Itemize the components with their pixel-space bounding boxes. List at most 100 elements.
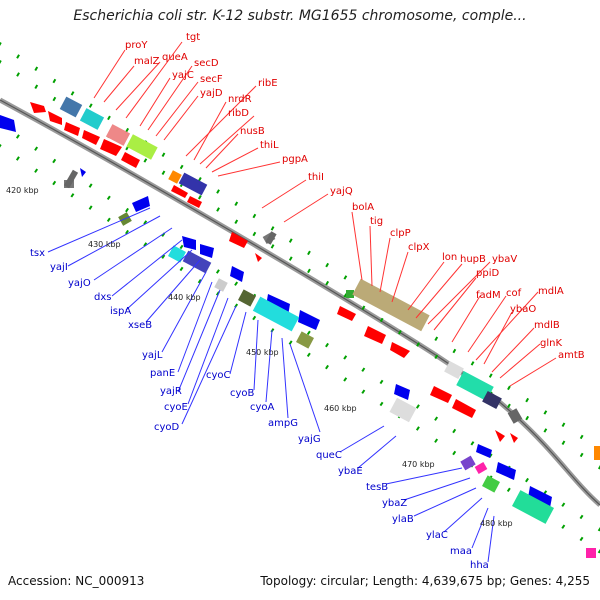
tick-mark (288, 238, 293, 243)
block-cyan (79, 108, 105, 130)
tick-mark (52, 96, 57, 102)
tick-mark (88, 205, 93, 210)
tick-mark (525, 397, 530, 403)
tick-mark (106, 217, 111, 223)
tick-mark (525, 477, 529, 483)
tick-mark (143, 220, 148, 225)
block-gray (507, 408, 523, 424)
gene-label: yajC (172, 70, 194, 81)
gene-label: proY (125, 40, 148, 51)
red-leader-lines (93, 41, 557, 387)
gene-arrow (182, 236, 196, 250)
blue-leader-lines (47, 207, 495, 563)
tick-mark (88, 103, 93, 108)
tick-mark (452, 428, 457, 434)
tick-mark (252, 231, 257, 237)
tick-mark (16, 54, 20, 59)
gene-label: mdlB (534, 320, 560, 331)
kbp-label: 470 kbp (402, 460, 435, 469)
tick-mark (16, 72, 20, 77)
tick-mark (361, 305, 366, 310)
tick-mark (52, 78, 57, 84)
tick-mark (379, 379, 384, 385)
gene-label: yajR (160, 386, 182, 397)
kbp-label: 460 kbp (324, 404, 357, 413)
gene-arrow (430, 386, 452, 403)
tick-mark (179, 244, 184, 250)
gene-label: ybaO (510, 304, 536, 315)
tick-mark (579, 514, 584, 520)
tick-mark (161, 254, 166, 259)
tick-mark (252, 213, 257, 219)
tick-mark (343, 377, 348, 382)
tick-mark (161, 170, 166, 175)
tick-mark (34, 168, 39, 173)
tick-mark (488, 373, 493, 378)
tick-mark (307, 250, 311, 256)
tick-mark (343, 275, 348, 280)
kbp-label: 420 kbp (6, 186, 39, 195)
gene-label: hupB (460, 254, 486, 265)
gene-label: yajI (50, 262, 68, 273)
gene-label: malZ (134, 56, 160, 67)
gene-label: xseB (128, 320, 152, 331)
gene-label: maa (450, 546, 472, 557)
block-cyan (168, 245, 186, 263)
tick-mark (234, 201, 239, 206)
gene-label: fadM (476, 290, 501, 301)
tick-mark (506, 487, 511, 493)
tick-mark (306, 330, 311, 336)
tick-mark (197, 195, 202, 200)
block-navy (182, 250, 212, 274)
tick-mark (106, 195, 111, 201)
tick-mark (579, 536, 584, 542)
kbp-label: 480 kbp (480, 519, 513, 528)
gene-arrow (82, 130, 100, 145)
gene-arrow (64, 122, 80, 136)
gene-arrow (171, 185, 188, 198)
gene-arrow (48, 111, 62, 125)
tick-mark (288, 256, 293, 261)
block-gray (444, 360, 464, 380)
block-lime (126, 134, 158, 160)
gene-label: cyoA (250, 402, 275, 413)
gene-label: yajL (142, 350, 163, 361)
gene-label: nusB (240, 126, 265, 137)
tick-mark (52, 180, 57, 186)
gene-label: yajO (68, 278, 91, 289)
tick-mark (0, 144, 2, 149)
topology-text: Topology: circular; Length: 4,639,675 bp… (260, 574, 590, 588)
block-gray (214, 278, 228, 292)
block-cyan (252, 296, 300, 332)
tick-mark (234, 303, 239, 308)
gene-label: mdlA (538, 286, 564, 297)
tick-mark (325, 262, 330, 268)
tick-mark (15, 134, 20, 139)
block-pink (105, 124, 131, 146)
tick-mark (270, 226, 275, 231)
gene-label: cyoB (230, 388, 255, 399)
gene-label: ybaZ (382, 498, 407, 509)
tick-mark (34, 146, 39, 151)
gene-label: thiL (260, 140, 279, 151)
tick-mark (434, 438, 439, 443)
kbp-label: 430 kbp (88, 240, 121, 249)
tick-mark (234, 219, 239, 224)
gene-label: cyoE (164, 402, 188, 413)
feature-blocks (59, 96, 600, 558)
tick-mark (143, 242, 148, 247)
gene-arrow (229, 232, 248, 248)
block-olive (296, 331, 314, 349)
tick-mark (288, 340, 293, 345)
gene-label: tsx (30, 248, 45, 259)
gene-label: amtB (558, 350, 585, 361)
tick-mark (361, 389, 366, 394)
tick-mark (125, 127, 130, 133)
gene-arrow (255, 253, 262, 262)
tick-mark (361, 367, 366, 372)
gene-arrow (30, 102, 46, 113)
tick-mark (252, 315, 257, 321)
gene-label: lon (442, 252, 457, 263)
tick-mark (452, 450, 457, 456)
tick-mark (88, 183, 93, 188)
